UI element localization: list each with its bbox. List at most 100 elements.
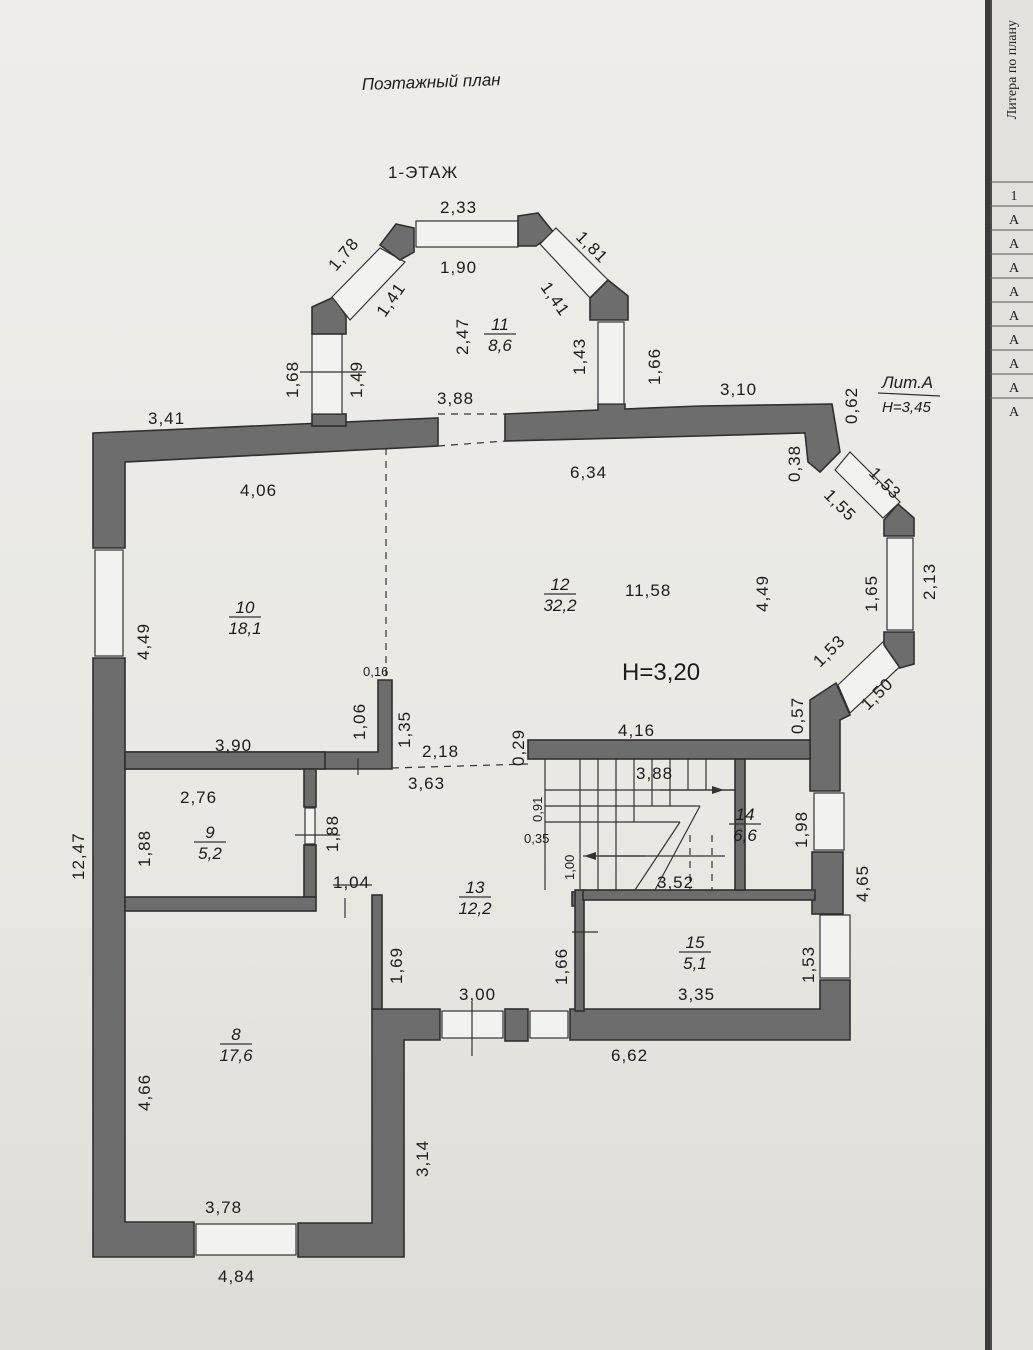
side-table: [990, 0, 1033, 1350]
liter-label: Лит.А: [881, 373, 933, 392]
dimension-label: 1,68: [283, 361, 302, 398]
dimension-label: 3,52: [657, 873, 694, 892]
staircase: [544, 759, 735, 891]
room-area: 6,6: [733, 826, 757, 845]
dimension-label: 1,90: [440, 258, 477, 277]
dimension-label: 3,41: [148, 409, 185, 428]
dimension-label: 6,34: [570, 463, 607, 482]
room-area: 12,2: [458, 899, 492, 918]
room-label-15: 155,1: [679, 933, 711, 973]
dimension-label: 0,57: [788, 697, 807, 734]
dimension-label: 3,88: [437, 389, 474, 408]
window-bay-high: [834, 451, 901, 519]
dimension-label: 3,14: [413, 1140, 432, 1177]
dimension-label: 4,06: [240, 481, 277, 500]
floor-height-label: Н=3,20: [622, 659, 700, 686]
wall-partition-9-bottom: [124, 896, 317, 912]
wall-north-corner-left: [311, 295, 347, 335]
room-number: 12: [551, 575, 570, 594]
window-north-top: [415, 220, 519, 248]
wall-partition-9-right-a: [303, 768, 317, 808]
dimension-label: 1,78: [325, 234, 363, 275]
room-number: 11: [491, 315, 509, 334]
dimension-label: 1,88: [135, 830, 154, 867]
door-room-9: [304, 807, 316, 845]
side-cell: А: [1009, 357, 1020, 372]
wall-bay-corner-low: [883, 631, 915, 669]
dimension-label: 0,62: [842, 387, 861, 424]
dimension-label: 6,62: [611, 1046, 648, 1065]
wall-partition-15-top: [582, 889, 816, 901]
side-cell: А: [1009, 333, 1020, 348]
dimension-label: 3,88: [636, 764, 673, 783]
floor-label: 1-ЭТАЖ: [388, 163, 458, 182]
side-cell: А: [1009, 381, 1020, 396]
room-number: 9: [205, 823, 215, 842]
dimension-label: 2,18: [422, 742, 459, 761]
dimension-label: 1,43: [570, 338, 589, 375]
room-label-10: 10 18,1: [228, 598, 261, 638]
wall-partition-12-bottom: [527, 739, 811, 760]
dimension-label: 1,98: [792, 811, 811, 848]
wall-east-mid: [811, 851, 844, 915]
room-number: 13: [466, 878, 485, 897]
dimension-label: 3,35: [678, 985, 715, 1004]
room-label-14: 146,6: [729, 805, 761, 845]
window-north-left: [311, 333, 343, 415]
window-east-14: [813, 792, 845, 851]
dimension-label: 1,69: [387, 947, 406, 984]
dimension-label: 1,55: [820, 485, 860, 525]
side-cell: А: [1009, 285, 1020, 300]
wall-partition-8-right: [371, 894, 383, 1010]
wall-bottom-right: [297, 1008, 441, 1258]
dimension-label: 3,78: [205, 1198, 242, 1217]
dimension-label: 3,90: [215, 736, 252, 755]
window-east-15: [819, 914, 851, 979]
wall-bottom-east: [569, 979, 851, 1041]
dimension-label: 1,35: [395, 711, 414, 748]
wall-top-pier: [311, 413, 347, 427]
room-area: 32,2: [543, 596, 577, 615]
dimension-label: 1,00: [562, 855, 577, 880]
dimension-label: 2,33: [440, 198, 477, 217]
dimension-label: 1,66: [645, 348, 664, 385]
window-bottom: [195, 1223, 297, 1256]
dimension-label: 1,65: [862, 575, 881, 612]
room-label-12: 12 32,2: [543, 575, 577, 615]
dimension-label: 2,13: [920, 563, 939, 600]
dimension-label: 1,53: [809, 631, 849, 671]
room-number: 10: [236, 598, 255, 617]
sheet-edge: [985, 0, 993, 1350]
dimension-label: 2,76: [180, 788, 217, 807]
dimension-label: 1,04: [333, 873, 370, 892]
wall-partition-15-left: [574, 889, 585, 1012]
plan-title: Поэтажный план: [361, 70, 501, 94]
room-number: 14: [736, 805, 755, 824]
room-area: 5,1: [683, 954, 707, 973]
room-area: 17,6: [219, 1046, 253, 1065]
side-cell: А: [1009, 261, 1020, 276]
dimension-label: 1,49: [347, 361, 366, 398]
wall-partition-9-right-b: [303, 844, 317, 898]
room-area: 8,6: [488, 336, 512, 355]
wall-north-corner-nw: [378, 223, 415, 261]
side-cell: А: [1009, 405, 1020, 420]
dimension-label: 0,35: [524, 831, 549, 846]
side-cell: 1: [1011, 189, 1018, 204]
wall-pier: [504, 1008, 529, 1042]
dimension-label: 1,88: [323, 815, 342, 852]
window-bay-mid: [886, 537, 914, 631]
dimension-label: 0,91: [530, 797, 545, 822]
dimension-label: 4,66: [135, 1074, 154, 1111]
side-cell: А: [1009, 237, 1020, 252]
dimension-label: 3,00: [459, 985, 496, 1004]
room-area: 18,1: [228, 619, 261, 638]
dimension-label: 4,84: [218, 1267, 255, 1286]
side-cell: А: [1009, 213, 1020, 228]
room-label-9: 95,2: [194, 823, 226, 863]
dimension-label: 2,47: [453, 318, 472, 355]
room-area: 5,2: [198, 844, 222, 863]
wall-east-upper: [809, 681, 852, 792]
dimension-label: 4,16: [618, 721, 655, 740]
